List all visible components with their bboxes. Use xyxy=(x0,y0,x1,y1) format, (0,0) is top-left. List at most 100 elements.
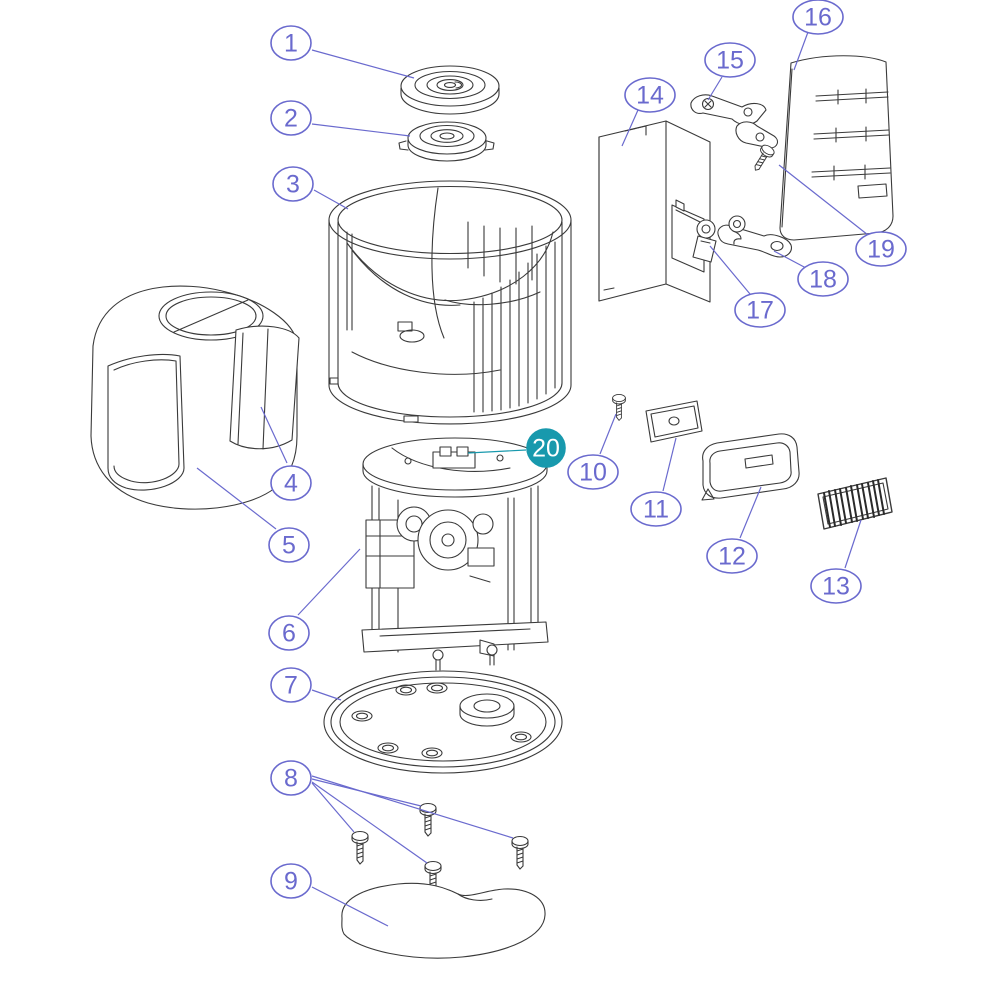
callout-label-6: 6 xyxy=(282,620,296,648)
callout-bubble-14[interactable] xyxy=(624,77,676,113)
callout-bubble-11[interactable] xyxy=(630,491,682,527)
callout-bubble-1[interactable] xyxy=(270,25,312,61)
callout-9[interactable]: 9 xyxy=(270,863,312,899)
leader-line-14 xyxy=(621,109,639,147)
callout-label-16: 16 xyxy=(804,4,832,32)
part-latch-bracket xyxy=(717,215,792,258)
part-latch-screw xyxy=(749,142,777,175)
callout-label-19: 19 xyxy=(867,236,895,264)
callout-20[interactable]: 20 xyxy=(526,428,566,468)
part-motor-assembly xyxy=(361,437,549,671)
callout-bubble-5[interactable] xyxy=(268,527,310,563)
callout-bubble-3[interactable] xyxy=(272,166,314,202)
callout-bubble-17[interactable] xyxy=(734,292,786,328)
leader-line-12 xyxy=(739,486,762,539)
part-inner-shell xyxy=(229,325,300,450)
callout-label-20: 20 xyxy=(532,435,560,463)
callout-bubble-7[interactable] xyxy=(270,667,312,703)
leader-line-19 xyxy=(778,164,869,236)
leader-line-13 xyxy=(844,519,862,569)
callout-label-13: 13 xyxy=(822,573,850,601)
part-contact-clip xyxy=(690,94,779,149)
part-inner-knob xyxy=(398,121,495,162)
callout-label-4: 4 xyxy=(284,470,298,498)
base-plate-holes xyxy=(351,682,532,759)
part-screws xyxy=(351,802,529,895)
leader-line-8 xyxy=(311,782,355,833)
callout-bubble-12[interactable] xyxy=(706,538,758,574)
callout-bubble-6[interactable] xyxy=(268,615,310,651)
callout-bubble-9[interactable] xyxy=(270,863,312,899)
callout-1[interactable]: 1 xyxy=(270,25,312,61)
leader-line-6 xyxy=(297,548,361,616)
callout-bubble-2[interactable] xyxy=(270,100,312,136)
part-top-cap xyxy=(400,65,500,115)
callout-label-7: 7 xyxy=(284,672,298,700)
leader-line-3 xyxy=(313,189,349,210)
callout-6[interactable]: 6 xyxy=(268,615,310,651)
callout-19[interactable]: 19 xyxy=(855,231,907,267)
callout-label-9: 9 xyxy=(284,868,298,896)
leader-lines-layer xyxy=(196,31,869,927)
part-battery-box xyxy=(598,120,711,303)
callout-label-14: 14 xyxy=(636,82,664,110)
leader-line-8 xyxy=(311,781,428,864)
leader-line-18 xyxy=(773,250,807,269)
callout-bubble-8[interactable] xyxy=(270,760,312,796)
callout-2[interactable]: 2 xyxy=(270,100,312,136)
callout-label-17: 17 xyxy=(746,297,774,325)
leader-line-8 xyxy=(311,775,514,839)
part-side-panel xyxy=(779,55,894,241)
callout-label-15: 15 xyxy=(716,47,744,75)
callout-bubble-19[interactable] xyxy=(855,231,907,267)
part-main-housing xyxy=(328,180,572,425)
leader-line-15 xyxy=(707,76,723,101)
leader-line-7 xyxy=(311,689,342,701)
callout-18[interactable]: 18 xyxy=(797,261,849,297)
part-frame-bracket xyxy=(701,433,800,501)
leader-line-1 xyxy=(311,49,415,79)
part-small-plate xyxy=(645,400,703,443)
leader-line-5 xyxy=(196,467,277,530)
callout-3[interactable]: 3 xyxy=(272,166,314,202)
part-hinge xyxy=(692,219,717,263)
leader-line-2 xyxy=(311,123,411,137)
callout-label-10: 10 xyxy=(579,459,607,487)
callout-label-12: 12 xyxy=(718,543,746,571)
callout-bubble-20[interactable] xyxy=(526,428,566,468)
part-base-plate xyxy=(323,670,563,774)
callout-bubble-10[interactable] xyxy=(567,454,619,490)
leader-line-11 xyxy=(662,437,677,492)
callout-bubble-13[interactable] xyxy=(810,568,862,604)
callout-8[interactable]: 8 xyxy=(270,760,312,796)
callout-label-8: 8 xyxy=(284,765,298,793)
callout-bubble-4[interactable] xyxy=(270,465,312,501)
callout-17[interactable]: 17 xyxy=(734,292,786,328)
callout-label-18: 18 xyxy=(809,266,837,294)
callout-13[interactable]: 13 xyxy=(810,568,862,604)
leader-line-10 xyxy=(599,413,617,455)
callout-bubble-16[interactable] xyxy=(792,0,844,35)
callout-10[interactable]: 10 xyxy=(567,454,619,490)
callout-12[interactable]: 12 xyxy=(706,538,758,574)
callout-label-2: 2 xyxy=(284,105,298,133)
callout-label-5: 5 xyxy=(282,532,296,560)
callout-11[interactable]: 11 xyxy=(630,491,682,527)
callout-5[interactable]: 5 xyxy=(268,527,310,563)
callout-label-3: 3 xyxy=(286,171,300,199)
callout-7[interactable]: 7 xyxy=(270,667,312,703)
callout-label-1: 1 xyxy=(284,30,298,58)
callout-15[interactable]: 15 xyxy=(704,42,756,78)
callout-4[interactable]: 4 xyxy=(270,465,312,501)
callout-bubble-15[interactable] xyxy=(704,42,756,78)
callout-16[interactable]: 16 xyxy=(792,0,844,35)
line-art-layer xyxy=(90,55,894,959)
callout-bubble-18[interactable] xyxy=(797,261,849,297)
callout-14[interactable]: 14 xyxy=(624,77,676,113)
leader-line-16 xyxy=(793,31,809,71)
leader-line-20 xyxy=(467,449,527,454)
leader-line-4 xyxy=(260,406,288,464)
